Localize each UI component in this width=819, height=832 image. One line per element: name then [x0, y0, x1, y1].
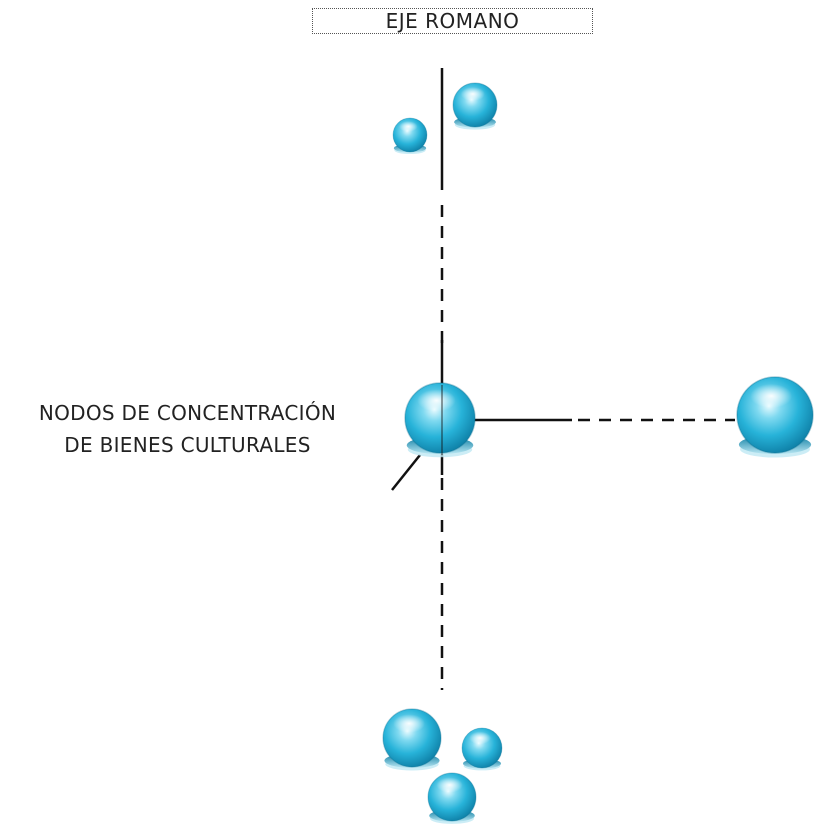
label-pointer-line: [391, 454, 421, 491]
sphere-bottom-large: [382, 708, 442, 772]
node-label-line-2: DE BIENES CULTURALES: [64, 433, 311, 457]
sphere-center-node: [404, 382, 476, 458]
axis-title: EJE ROMANO: [385, 9, 520, 33]
node-label-line-1: NODOS DE CONCENTRACIÓN: [38, 401, 337, 425]
sphere-top-small: [392, 117, 428, 155]
node-label: NODOS DE CONCENTRACIÓN DE BIENES CULTURA…: [0, 397, 375, 461]
sphere-bottom-small: [461, 727, 503, 771]
sphere-right-node: [736, 376, 814, 459]
sphere-top-large: [452, 82, 498, 131]
sphere-bottom-lower: [427, 772, 477, 825]
axis-title-box: EJE ROMANO: [312, 8, 593, 34]
